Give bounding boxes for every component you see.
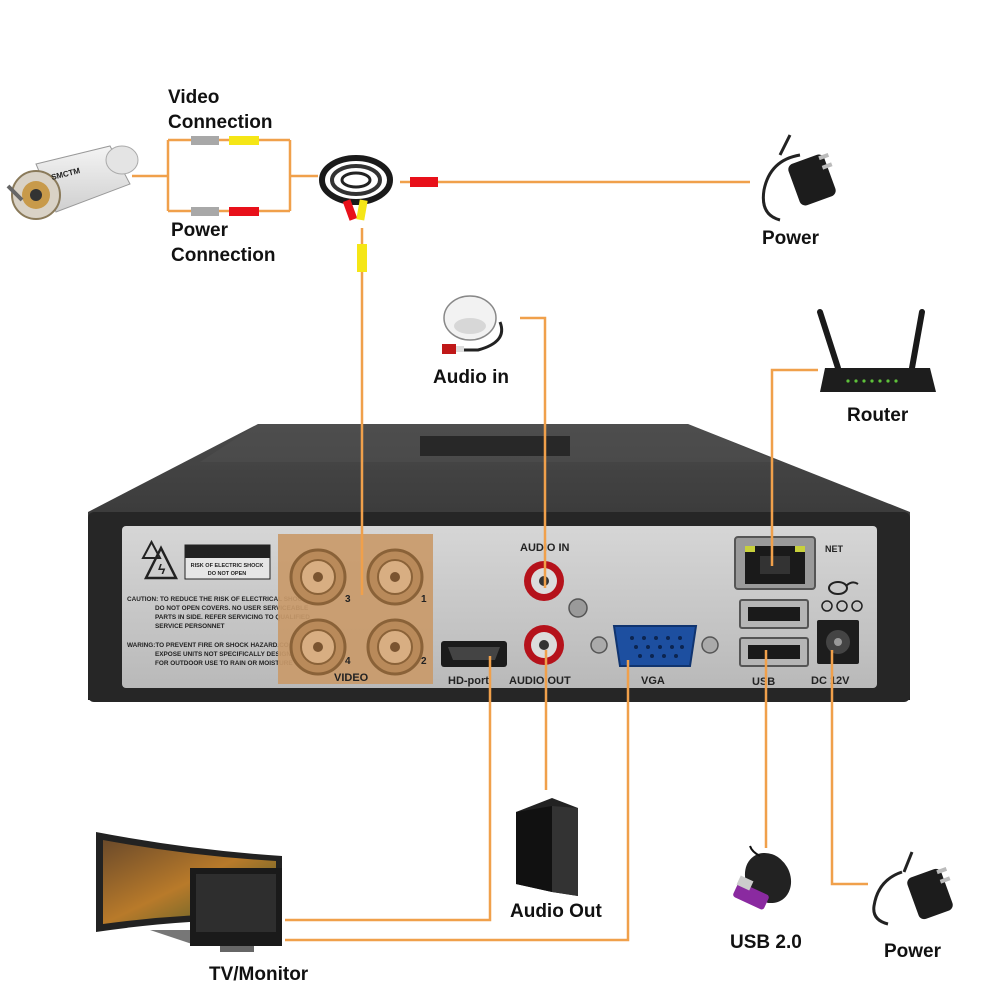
hd-port-label: HD-port: [448, 675, 489, 687]
power-label-top: Power: [762, 228, 820, 249]
usb-label: USB 2.0: [730, 932, 802, 953]
warning-text-4: SERVICE PERSONNET: [155, 623, 225, 630]
wire-router-to-net: [770, 368, 818, 566]
tv-monitor: [96, 832, 282, 952]
video-input-ports: 3 1 4 2 VIDEO: [278, 534, 433, 684]
warning-text-1: CAUTION: TO REDUCE THE RISK OF ELECTRICA…: [127, 596, 309, 603]
audio-out-port-label: AUDIO OUT: [509, 675, 571, 687]
bnc-port-1[interactable]: [366, 548, 424, 606]
warning-text-3: PARTS IN SIDE. REFER SERVICING TO QUALIF…: [155, 614, 310, 621]
video-port-label: VIDEO: [334, 672, 369, 684]
router: [817, 309, 936, 392]
power-connector-red: [229, 207, 259, 216]
power-connection-label-line1: Power: [171, 220, 229, 241]
warning-triangle-icon: [143, 545, 179, 580]
wire-vga-to-tv: [285, 660, 630, 942]
security-camera: SMCTM: [6, 145, 139, 220]
vga-port-label: VGA: [641, 675, 665, 687]
bnc-port-2[interactable]: [366, 618, 424, 676]
warning-text-7: FOR OUTDOOR USE TO RAIN OR MOISTURE: [155, 660, 293, 667]
connection-wires: [132, 138, 868, 942]
net-port[interactable]: [734, 536, 816, 590]
hd-port[interactable]: [441, 641, 507, 667]
video-connection-label-line2: Connection: [168, 112, 273, 133]
channel-label-1: 1: [421, 594, 427, 605]
usb-port-label: USB: [752, 676, 775, 688]
dc-power-port[interactable]: [817, 620, 859, 664]
bnc-port-4[interactable]: [289, 618, 347, 676]
power-label-bottom: Power: [884, 941, 942, 962]
wire-dc-power: [830, 650, 868, 886]
dc-connector-red: [410, 177, 438, 187]
power-adapter-top: [761, 134, 836, 222]
channel-label-2: 2: [421, 656, 427, 667]
usb-port-bottom[interactable]: [739, 637, 809, 667]
channel-label-4: 4: [345, 656, 351, 667]
power-connector-gray: [191, 207, 219, 216]
warning-text-6: EXPOSE UNITS NOT SPECIFICALLY DESIGNED: [155, 651, 300, 658]
vga-port[interactable]: [590, 625, 719, 667]
wire-audio-in: [520, 316, 547, 588]
power-adapter-bottom: [872, 851, 953, 926]
net-port-label: NET: [825, 544, 844, 554]
video-connector-gray: [191, 136, 219, 145]
wire-hdmi-to-tv: [285, 656, 492, 922]
usb-port-top[interactable]: [739, 599, 809, 629]
microphone: [442, 295, 504, 354]
wire-connectors: [191, 136, 438, 272]
bnc-connector-yellow: [357, 244, 367, 272]
ground-screw-icon: [568, 598, 588, 618]
polarity-icon: [821, 600, 863, 612]
dc-port-label: DC 12V: [811, 675, 850, 687]
channel-label-3: 3: [345, 594, 351, 605]
mouse-symbol-icon: [828, 581, 859, 595]
router-label: Router: [847, 405, 909, 426]
video-connector-yellow: [229, 136, 259, 145]
audio-out-port[interactable]: [524, 625, 564, 665]
caution-label: ϟ CAUTION RISK OF ELECTRIC SHOCK DO NOT …: [127, 539, 310, 667]
caution-title: CAUTION: [202, 547, 252, 559]
warning-text-2: DO NOT OPEN COVERS. NO USER SERVICEABLE: [155, 605, 309, 612]
cable-coil: [319, 155, 393, 221]
lightning-icon: ϟ: [158, 561, 166, 577]
warning-text-5: WARING:TO PREVENT FIRE OR SHOCK HAZARD.C…: [127, 642, 304, 649]
bnc-port-3[interactable]: [289, 548, 347, 606]
caution-sub1: RISK OF ELECTRIC SHOCK: [191, 563, 264, 569]
usb-mouse-and-drive: [733, 845, 792, 910]
audio-out-label: Audio Out: [510, 901, 602, 922]
tv-monitor-label: TV/Monitor: [209, 964, 309, 985]
caution-sub2: DO NOT OPEN: [208, 571, 247, 577]
speaker: [516, 798, 578, 896]
audio-in-label: Audio in: [433, 367, 509, 388]
power-connection-label-line2: Connection: [171, 245, 276, 266]
video-connection-label-line1: Video: [168, 87, 220, 108]
